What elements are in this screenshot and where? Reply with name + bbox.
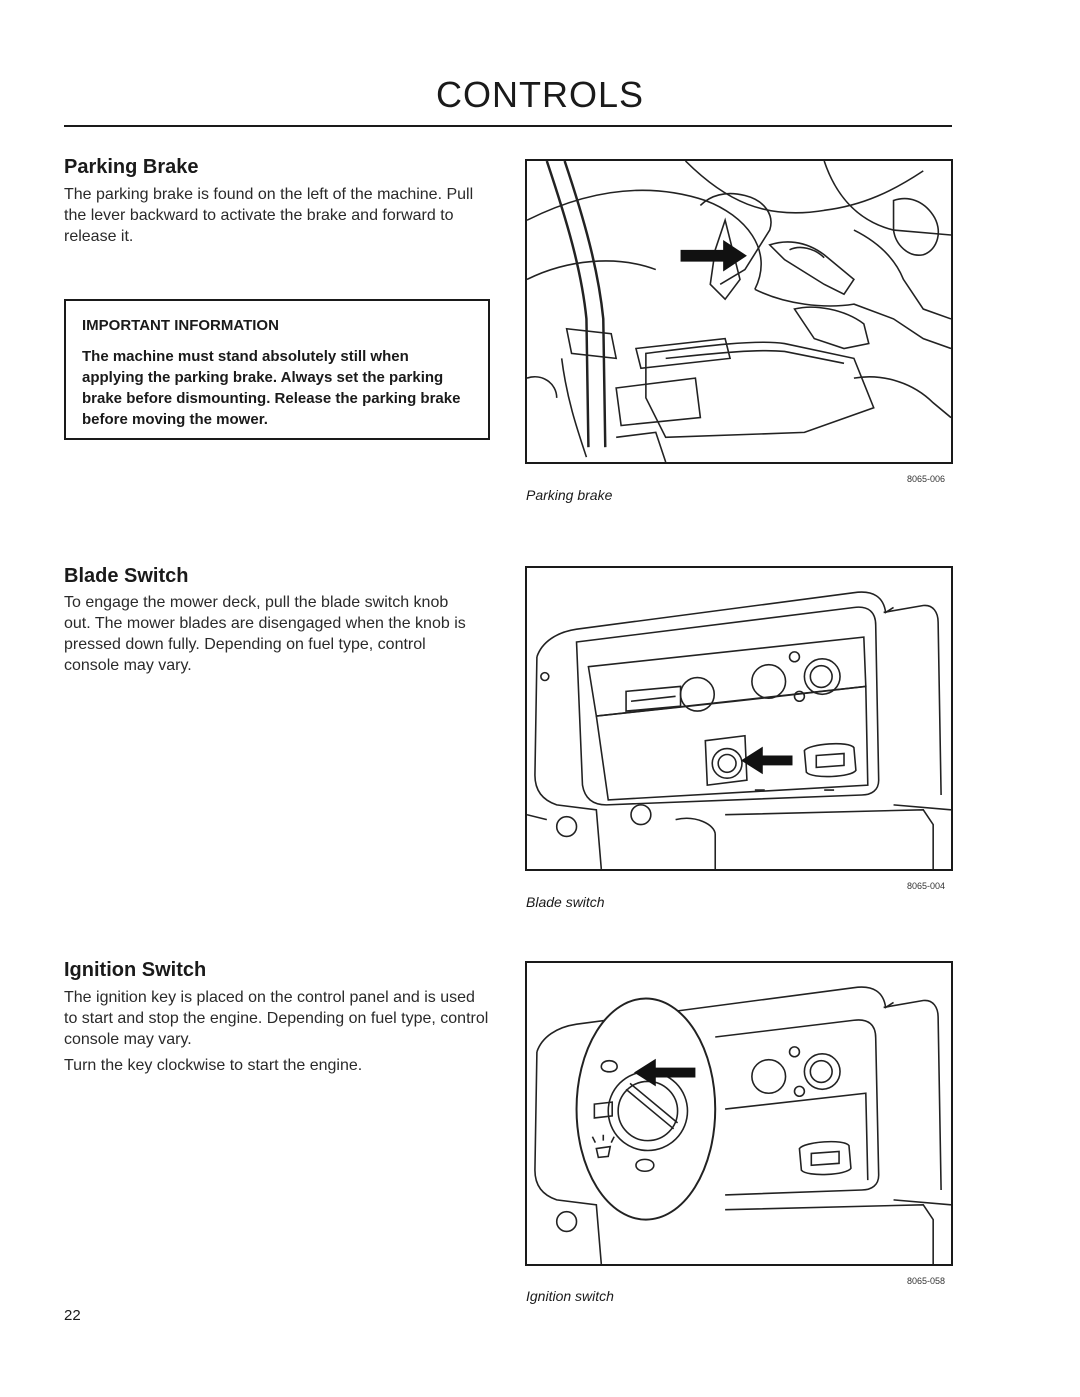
arrow-icon: [680, 239, 747, 272]
ignition-switch-figure: [525, 961, 953, 1266]
parking-brake-figure-code: 8065-006: [907, 474, 946, 484]
ignition-switch-heading: Ignition Switch: [64, 959, 207, 981]
important-information-heading: IMPORTANT INFORMATION: [82, 317, 279, 334]
arrow-icon: [633, 1058, 696, 1087]
blade-switch-figure-code: 8065-004: [907, 881, 946, 891]
important-information-box: IMPORTANT INFORMATION The machine must s…: [64, 299, 490, 440]
arrow-icon: [740, 746, 793, 775]
parking-brake-heading: Parking Brake: [64, 156, 199, 178]
blade-switch-illustration: [527, 591, 951, 869]
ignition-switch-illustration: [534, 986, 951, 1264]
parking-brake-body: The parking brake is found on the left o…: [64, 186, 474, 245]
parking-brake-figure: [525, 159, 953, 464]
blade-switch-caption: Blade switch: [526, 894, 605, 910]
blade-switch-figure: [525, 566, 953, 871]
ignition-switch-body: The ignition key is placed on the contro…: [64, 989, 489, 1048]
title-rule: [64, 125, 952, 127]
blade-switch-body: To engage the mower deck, pull the blade…: [64, 594, 466, 674]
blade-switch-heading: Blade Switch: [64, 565, 189, 587]
ignition-switch-caption: Ignition switch: [526, 1288, 614, 1304]
ignition-switch-instruction: Turn the key clockwise to start the engi…: [64, 1057, 363, 1074]
important-information-text: The machine must stand absolutely still …: [82, 348, 461, 428]
parking-brake-illustration: [527, 161, 951, 462]
ignition-switch-figure-code: 8065-058: [907, 1276, 946, 1286]
page-title: CONTROLS: [435, 74, 645, 115]
parking-brake-caption: Parking brake: [526, 487, 613, 503]
page-number: 22: [64, 1307, 81, 1324]
